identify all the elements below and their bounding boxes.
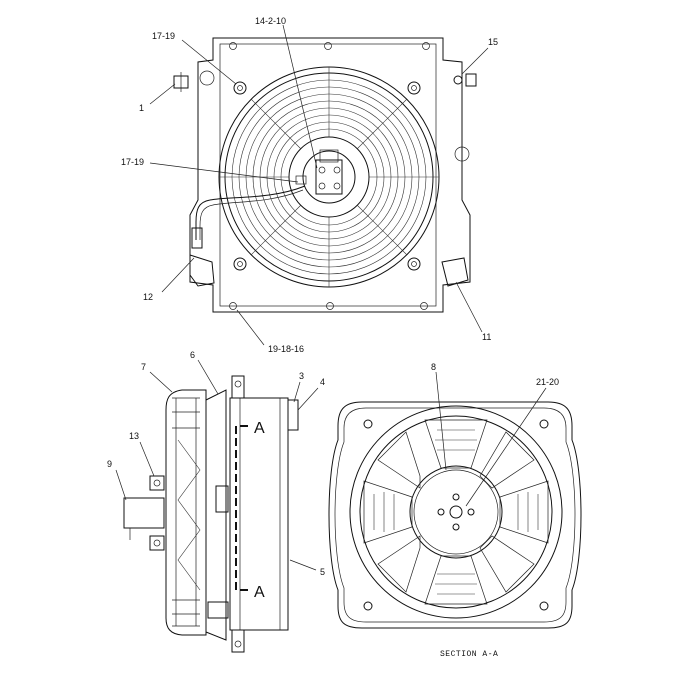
- section-a-a-view: [328, 401, 582, 629]
- fan-blades: [363, 419, 549, 605]
- section-mark-bottom: A: [254, 584, 265, 601]
- callouts-side: 7 6 3 4 13 9 5 A A: [107, 350, 325, 601]
- leader-lines-top: [149, 24, 489, 346]
- callout-8: 8: [431, 362, 436, 372]
- fitting-item-1: [173, 72, 189, 92]
- fitting-item-15: [453, 73, 477, 87]
- fan-hub: [295, 149, 356, 204]
- callout-15: 15: [488, 37, 498, 47]
- callout-5: 5: [320, 567, 325, 577]
- callout-13: 13: [129, 431, 139, 441]
- callout-17-19-mid: 17-19: [121, 157, 144, 167]
- callout-6: 6: [190, 350, 195, 360]
- callouts-top: 17-19 14-2-10 15 1 17-19 12 11 19-18-16: [121, 16, 498, 354]
- fan-guard: [218, 66, 440, 288]
- section-line-a-a: [235, 425, 248, 591]
- hub-bolts: [437, 493, 475, 531]
- callout-14-2-10: 14-2-10: [255, 16, 286, 26]
- callouts-section: 8 21-20 SECTION A-A: [431, 362, 559, 659]
- callout-17-19-top: 17-19: [152, 31, 175, 41]
- callout-3: 3: [299, 371, 304, 381]
- fan-motor: [123, 497, 165, 529]
- left-lower-bracket: [189, 254, 215, 287]
- frame-bolt-holes: [199, 42, 470, 310]
- callout-19-18-16: 19-18-16: [268, 344, 304, 354]
- wiring-harness: [195, 185, 306, 240]
- leader-lines-side: [115, 359, 319, 571]
- callout-9: 9: [107, 459, 112, 469]
- section-caption: SECTION A-A: [440, 650, 498, 659]
- harness-connector: [191, 227, 203, 249]
- callout-4: 4: [320, 377, 325, 387]
- section-mark-top: A: [254, 420, 265, 437]
- callout-11: 11: [482, 332, 491, 342]
- radiator-front-view: [173, 37, 477, 313]
- radiator-side-view: [123, 375, 299, 653]
- callout-1: 1: [139, 103, 144, 113]
- callout-12: 12: [143, 292, 153, 302]
- callout-7: 7: [141, 362, 146, 372]
- callout-21-20: 21-20: [536, 377, 559, 387]
- right-lower-bracket: [441, 257, 469, 287]
- leader-lines-section: [435, 371, 547, 507]
- shroud-corner-bolts: [233, 81, 421, 271]
